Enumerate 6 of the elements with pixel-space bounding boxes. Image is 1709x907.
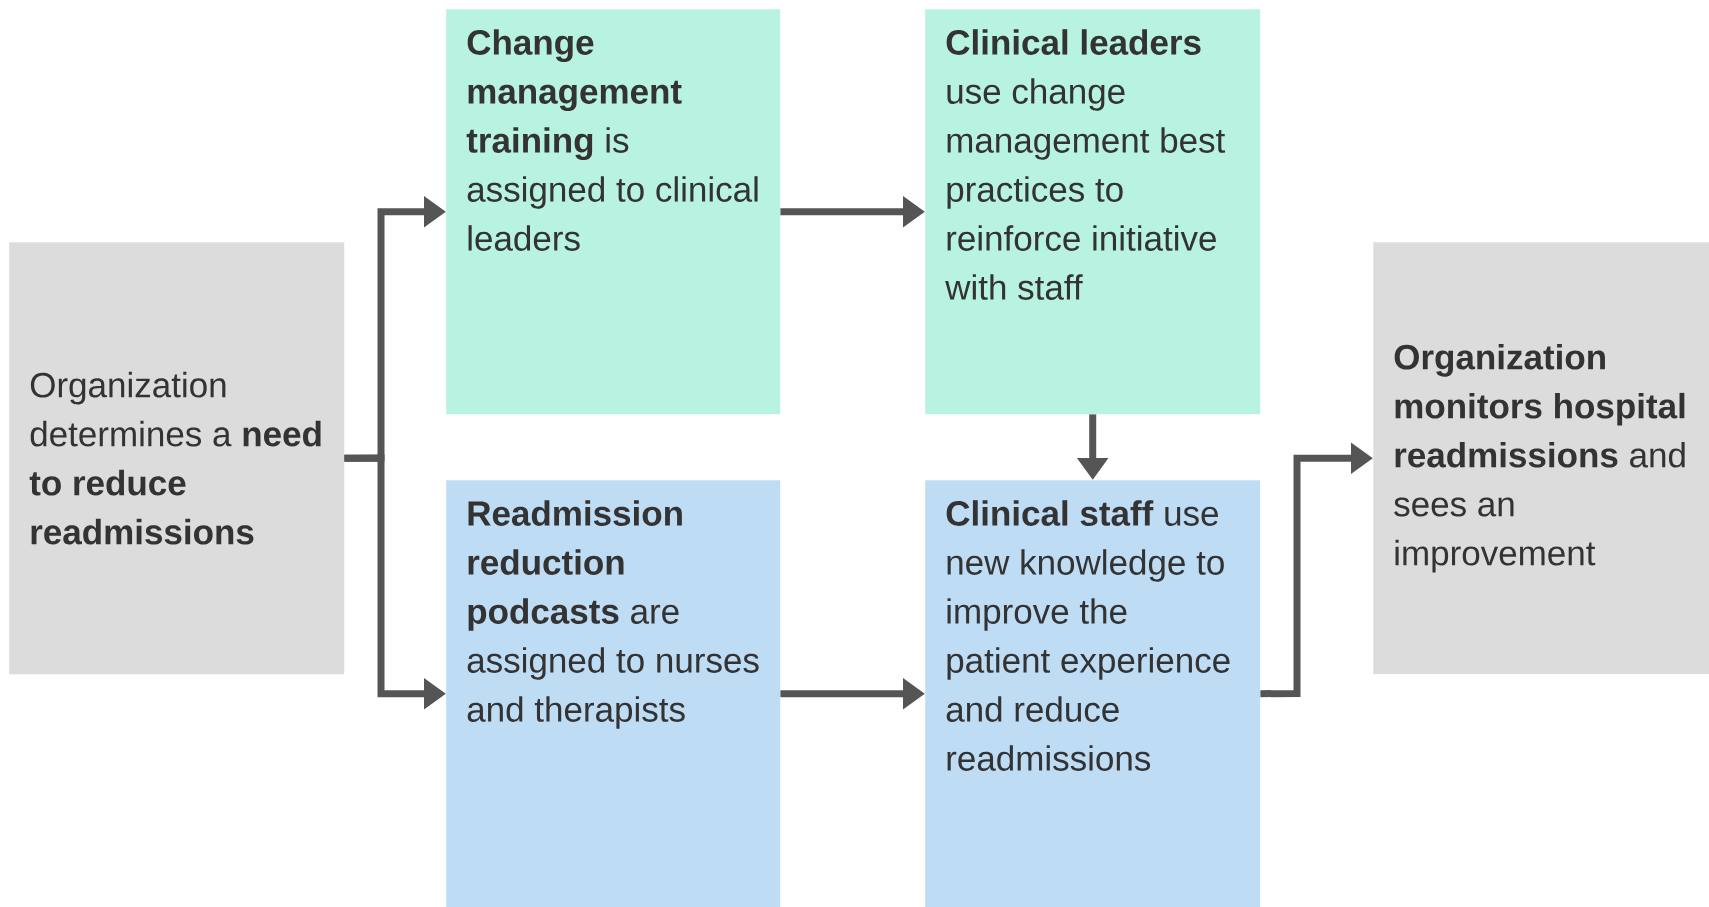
result-box: Organization monitors hospital readmissions and sees an improvement — [1373, 242, 1709, 675]
process-box: Change management training is assigned to clinical leaders — [446, 9, 781, 415]
start-box: Organization determines a need to reduce readmissions — [9, 242, 345, 675]
process-box: Readmission reduction podcasts are assigned to nurses and therapists — [446, 480, 781, 907]
process-box: Clinical leaders use change management best practices to reinforce initiative with staff — [925, 9, 1261, 415]
process-box: Clinical staff use new knowledge to improve the patient experience and reduce readmissions — [925, 480, 1261, 907]
